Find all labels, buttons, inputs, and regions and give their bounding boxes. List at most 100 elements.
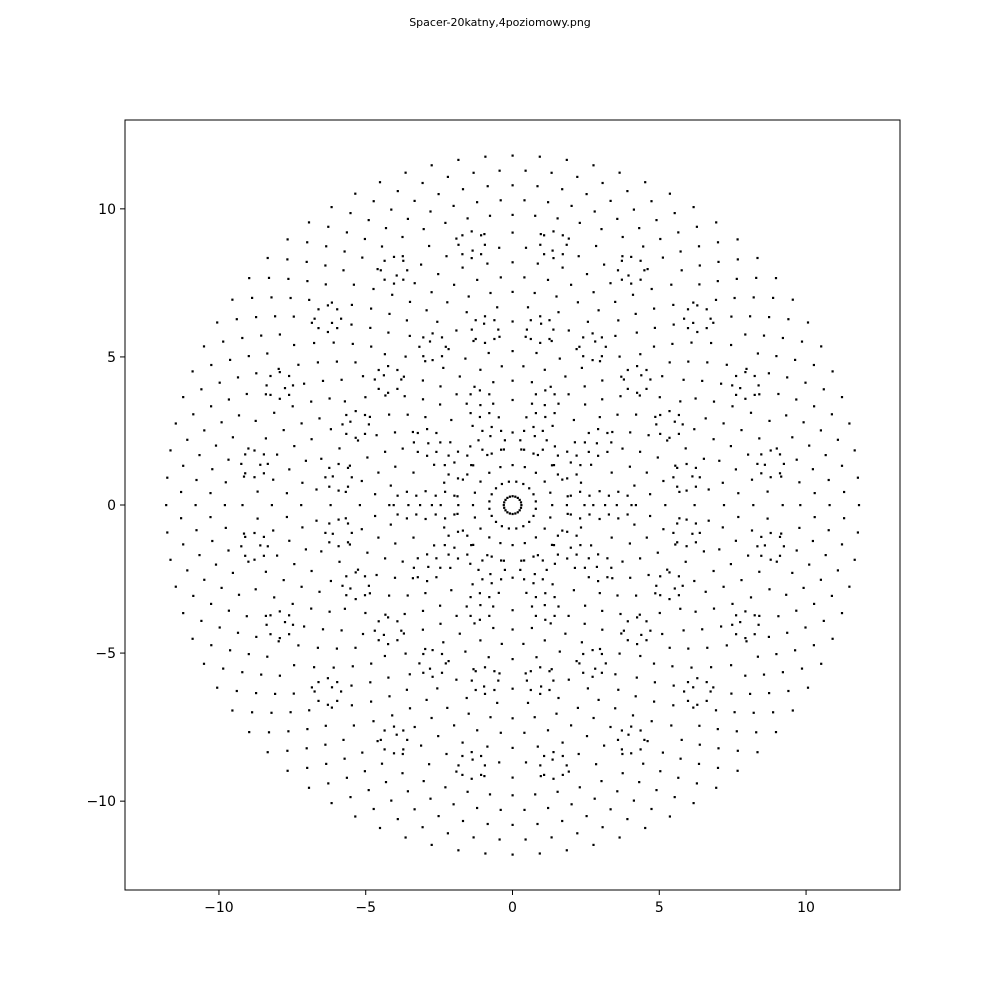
scatter-point <box>487 656 490 659</box>
scatter-point <box>336 699 339 702</box>
scatter-point <box>597 553 600 556</box>
scatter-point <box>235 689 238 693</box>
scatter-point <box>620 632 623 635</box>
scatter-point <box>609 282 612 285</box>
scatter-point <box>256 490 259 493</box>
scatter-point <box>313 690 316 693</box>
scatter-point <box>778 453 782 456</box>
scatter-point <box>548 670 551 673</box>
scatter-point <box>169 449 172 452</box>
scatter-point <box>523 448 526 451</box>
scatter-point <box>526 701 530 704</box>
scatter-point <box>530 381 533 384</box>
scatter-point <box>668 410 671 413</box>
scatter-point <box>503 568 506 571</box>
scatter-point <box>486 822 489 826</box>
scatter-point <box>630 725 633 728</box>
scatter-point <box>377 387 380 390</box>
scatter-point <box>456 495 459 498</box>
scatter-point <box>453 494 456 497</box>
scatter-point <box>525 679 528 682</box>
scatter-point <box>552 230 555 233</box>
scatter-point <box>345 413 348 417</box>
scatter-point <box>747 554 750 557</box>
scatter-point <box>384 613 387 616</box>
scatter-point <box>422 780 425 783</box>
scatter-point <box>472 543 475 546</box>
y-tick-label: 0 <box>107 498 116 514</box>
scatter-point <box>514 495 517 498</box>
scatter-point <box>405 517 408 520</box>
scatter-point <box>265 623 268 626</box>
scatter-point <box>420 744 423 747</box>
scatter-point <box>466 790 469 793</box>
scatter-point <box>310 400 313 403</box>
scatter-point <box>636 365 639 368</box>
scatter-point <box>416 431 419 435</box>
scatter-point <box>791 298 794 301</box>
scatter-point <box>242 475 246 478</box>
scatter-point <box>782 462 785 465</box>
scatter-point <box>518 509 521 512</box>
scatter-point <box>504 498 507 501</box>
scatter-point <box>416 576 419 579</box>
x-tick-label: −10 <box>204 900 234 916</box>
scatter-point <box>426 553 429 556</box>
scatter-point <box>479 639 482 642</box>
scatter-point <box>740 429 743 432</box>
scatter-point <box>406 413 409 416</box>
scatter-point <box>288 374 291 378</box>
scatter-point <box>676 541 679 544</box>
scatter-point <box>638 781 641 784</box>
scatter-point <box>601 609 604 612</box>
scatter-point <box>486 745 489 748</box>
scatter-point <box>782 545 785 548</box>
scatter-point <box>716 728 719 731</box>
scatter-point <box>430 843 433 846</box>
scatter-point <box>755 276 758 279</box>
scatter-point <box>499 542 502 545</box>
scatter-point <box>621 235 624 239</box>
scatter-point <box>712 569 715 573</box>
scatter-point <box>277 367 280 370</box>
scatter-point <box>677 575 680 578</box>
scatter-point <box>691 475 694 478</box>
scatter-point <box>638 227 641 230</box>
scatter-point <box>543 253 546 256</box>
scatter-point <box>366 551 369 554</box>
scatter-point <box>520 448 523 451</box>
scatter-point <box>328 466 331 469</box>
scatter-point <box>552 777 555 780</box>
scatter-point <box>519 506 523 509</box>
scatter-point <box>744 333 747 336</box>
scatter-point <box>383 748 386 751</box>
scatter-point <box>220 586 223 589</box>
scatter-point <box>469 445 472 448</box>
scatter-point <box>645 471 648 474</box>
scatter-point <box>350 323 353 326</box>
scatter-point <box>420 263 423 266</box>
scatter-point <box>277 640 280 643</box>
scatter-point <box>566 512 569 515</box>
scatter-point <box>549 622 552 625</box>
scatter-point <box>461 529 464 532</box>
scatter-point <box>286 238 289 241</box>
scatter-point <box>317 699 320 702</box>
scatter-point <box>541 448 544 451</box>
scatter-point <box>731 623 734 626</box>
scatter-point <box>483 666 487 669</box>
scatter-point <box>387 331 390 334</box>
scatter-point <box>456 512 459 515</box>
scatter-point <box>516 511 519 514</box>
scatter-point <box>646 268 649 271</box>
scatter-point <box>639 278 642 281</box>
scatter-point <box>804 381 807 384</box>
scatter-point <box>447 660 450 663</box>
scatter-point <box>684 560 687 563</box>
scatter-point <box>343 400 346 403</box>
scatter-point <box>598 416 601 419</box>
scatter-point <box>774 277 778 280</box>
scatter-point <box>289 296 292 300</box>
scatter-point <box>396 639 399 642</box>
scatter-point <box>630 504 633 507</box>
